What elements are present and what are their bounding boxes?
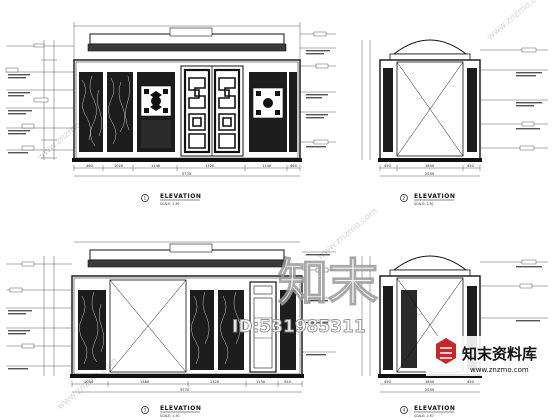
dim-bl-5: 550: [284, 380, 292, 384]
brand-watermark-cn: 知末: [278, 254, 378, 312]
view-marker-tr: 2: [403, 195, 406, 200]
elevation-marker-icon: [141, 194, 149, 202]
dim-bl-1: 1044: [84, 380, 94, 384]
dim-bl-total: 5770: [180, 388, 190, 392]
callouts-right-br: [480, 259, 548, 322]
dim-tr-3: 450: [467, 164, 475, 168]
elevation-scale-br: SCALE: 1:30: [414, 414, 433, 418]
callouts-left-tl: [5, 43, 74, 154]
callouts-left-bl: [6, 261, 72, 370]
callouts-right-tr: [480, 47, 548, 151]
site-name-cn: 知末资料库: [462, 345, 537, 363]
callouts-right-bl: [302, 251, 336, 356]
dim-bl-4: 1150: [256, 380, 266, 384]
site-url: www.znzmo.com: [470, 366, 529, 374]
dim-tr-1: 450: [384, 164, 392, 168]
dim-br-3: 450: [467, 380, 475, 384]
dim-tl-4: 1320: [205, 164, 215, 168]
diag-watermark-1: www.znzmo.com: [486, 0, 550, 42]
elevation-title-tr: ELEVATION: [414, 193, 455, 200]
elevation-bottom-left: 1044 1380 1320 1150 550 5770: [6, 241, 336, 418]
elevation-scale-tr: SCALE: 1:30: [414, 202, 433, 206]
dim-tl-5: 1140: [262, 164, 272, 168]
view-marker-tl: 1: [144, 195, 147, 200]
elevation-title-br: ELEVATION: [414, 405, 455, 412]
elevation-marker-icon: [400, 406, 408, 414]
dim-tl-3: 1140: [151, 164, 161, 168]
dim-br-total: 2550: [425, 388, 435, 392]
callouts-right-tl: [300, 31, 336, 148]
elevation-marker-icon: [141, 406, 149, 414]
dim-tl-6: 460: [290, 164, 298, 168]
elevation-title-bl: ELEVATION: [160, 405, 201, 412]
dim-tl-total: 5770: [182, 172, 192, 176]
elevation-scale-tl: SCALE: 1:30: [160, 202, 179, 206]
dim-tr-2: 1800: [425, 164, 435, 168]
elevation-title-tl: ELEVATION: [160, 193, 201, 200]
site-logo-badge: 知末资料库 www.znzmo.com: [426, 336, 558, 376]
dim-bl-3: 1320: [210, 380, 220, 384]
elevation-top-right: 450 1800 450 2550 2 ELEVATION SCALE: 1:3…: [361, 39, 548, 206]
elevation-marker-icon: [400, 194, 408, 202]
dim-br-1: 450: [384, 380, 392, 384]
dim-bl-2: 1380: [140, 380, 150, 384]
dim-tl-2: 1020: [114, 164, 124, 168]
dim-tl-1: 460: [86, 164, 94, 168]
dim-tr-total: 2550: [425, 172, 435, 176]
elevation-scale-bl: SCALE: 1:30: [160, 414, 179, 418]
id-watermark: ID:531985311: [232, 317, 366, 337]
dim-br-2: 1800: [425, 380, 435, 384]
view-marker-bl: 3: [144, 407, 147, 412]
view-marker-br: 4: [403, 407, 406, 412]
elevation-top-left: 460 1020 1140 1320 1140 460 5770: [5, 22, 336, 206]
